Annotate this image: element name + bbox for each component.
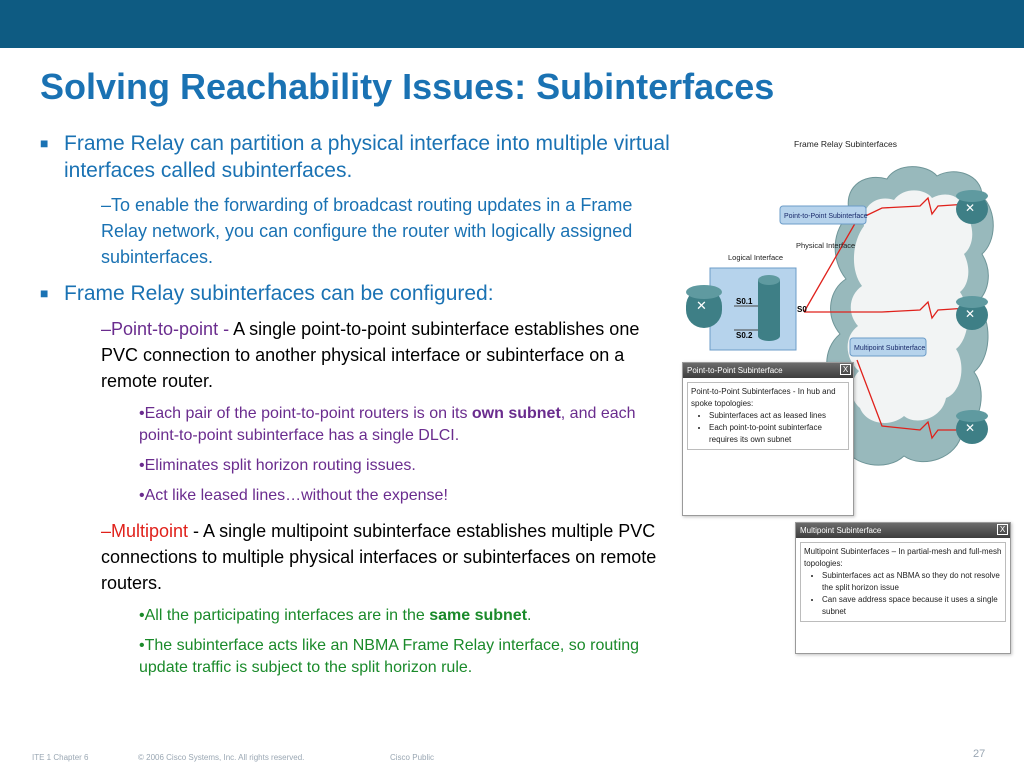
multipoint-label: –Multipoint: [101, 521, 189, 541]
popup-list-item: Each point-to-point subinterface require…: [709, 422, 845, 446]
popup-header: Point-to-Point Subinterface X: [683, 363, 853, 378]
svg-text:✕: ✕: [696, 299, 707, 314]
router-icon: ✕: [956, 296, 988, 330]
frame-relay-diagram: Frame Relay Subinterfaces ✕ ✕ ✕ Logical …: [686, 139, 994, 466]
p2p-detail-split-horizon: •Eliminates split horizon routing issues…: [139, 457, 416, 474]
svg-text:✕: ✕: [965, 307, 975, 321]
detail-text: , and each point-to-point subinterface h…: [139, 405, 636, 444]
popup-header: Multipoint Subinterface X: [796, 523, 1010, 538]
detail-text: •Each pair of the point-to-point routers…: [139, 405, 472, 422]
bullet-text: Frame Relay subinterfaces can be configu…: [64, 282, 494, 305]
bullet-partition: ■ Frame Relay can partition a physical i…: [40, 130, 675, 184]
router-icon: ✕: [956, 410, 988, 444]
svg-text:✕: ✕: [965, 421, 975, 435]
s01-label: S0.1: [736, 297, 753, 306]
logical-interface-label: Logical Interface: [728, 253, 783, 262]
footer-copyright: © 2006 Cisco Systems, Inc. All rights re…: [138, 753, 305, 762]
point-to-point-item: –Point-to-point - A single point-to-poin…: [101, 316, 675, 394]
popup-intro: Multipoint Subinterfaces – In partial-me…: [804, 547, 1002, 568]
slide-content: ■ Frame Relay can partition a physical i…: [40, 130, 675, 679]
popup-list-item: Subinterfaces act as leased lines: [709, 410, 845, 422]
square-bullet-icon: ■: [40, 285, 49, 301]
own-subnet-emphasis: own subnet: [471, 405, 561, 422]
bullet-configured: ■ Frame Relay subinterfaces can be confi…: [40, 280, 675, 307]
svg-text:✕: ✕: [965, 201, 975, 215]
interface-cylinder-icon: [758, 275, 780, 341]
point-to-point-popup: Point-to-Point Subinterface X Point-to-P…: [682, 362, 854, 516]
popup-title: Multipoint Subinterface: [800, 526, 882, 535]
footer-classification: Cisco Public: [390, 753, 435, 762]
popup-body: Point-to-Point Subinterfaces - In hub an…: [687, 382, 849, 450]
logical-interface-box: [709, 267, 797, 351]
detail-text: •All the participating interfaces are in…: [139, 607, 430, 624]
p2p-callout-label: Point-to-Point Subinterface: [784, 213, 868, 220]
hub-router-icon: ✕: [686, 285, 722, 328]
footer-course: ITE 1 Chapter 6: [32, 753, 89, 762]
detail-text: .: [527, 607, 532, 624]
p2p-detail-leased-lines: •Act like leased lines…without the expen…: [139, 487, 448, 504]
s0-label: S0: [797, 305, 807, 314]
s02-label: S0.2: [736, 331, 753, 340]
square-bullet-icon: ■: [40, 135, 49, 151]
bullet-text: Frame Relay can partition a physical int…: [64, 132, 670, 182]
mp-detail-nbma: •The subinterface acts like an NBMA Fram…: [139, 637, 640, 676]
popup-title: Point-to-Point Subinterface: [687, 366, 783, 375]
sub-bullet-broadcast: –To enable the forwarding of broadcast r…: [101, 195, 633, 267]
multipoint-callout-label: Multipoint Subinterface: [854, 345, 925, 352]
p2p-detail-subnet: •Each pair of the point-to-point routers…: [139, 403, 675, 447]
slide-title: Solving Reachability Issues: Subinterfac…: [40, 66, 775, 107]
multipoint-callout-box: [849, 337, 927, 357]
physical-interface-label: Physical Interface: [796, 241, 855, 250]
p2p-callout-box: [779, 205, 867, 225]
multipoint-popup: Multipoint Subinterface X Multipoint Sub…: [795, 522, 1011, 654]
popup-body: Multipoint Subinterfaces – In partial-me…: [800, 542, 1006, 622]
popup-list-item: Subinterfaces act as NBMA so they do not…: [822, 570, 1002, 594]
close-icon[interactable]: X: [997, 524, 1008, 535]
header-bar: [0, 0, 1024, 48]
same-subnet-emphasis: same subnet: [429, 607, 528, 624]
multipoint-desc: - A single multipoint subinterface estab…: [101, 521, 657, 593]
figure-title: Frame Relay Subinterfaces: [794, 139, 897, 149]
popup-intro: Point-to-Point Subinterfaces - In hub an…: [691, 387, 836, 408]
multipoint-item: –Multipoint - A single multipoint subint…: [101, 518, 675, 596]
close-icon[interactable]: X: [840, 364, 851, 375]
page-number: 27: [973, 748, 986, 760]
pvc-lines: [803, 196, 969, 440]
point-to-point-desc: A single point-to-point subinterface est…: [101, 319, 640, 391]
router-icon: ✕: [956, 190, 988, 224]
mp-detail-same-subnet: •All the participating interfaces are in…: [139, 605, 675, 627]
point-to-point-label: –Point-to-point -: [101, 319, 234, 339]
popup-list-item: Can save address space because it uses a…: [822, 594, 1002, 618]
